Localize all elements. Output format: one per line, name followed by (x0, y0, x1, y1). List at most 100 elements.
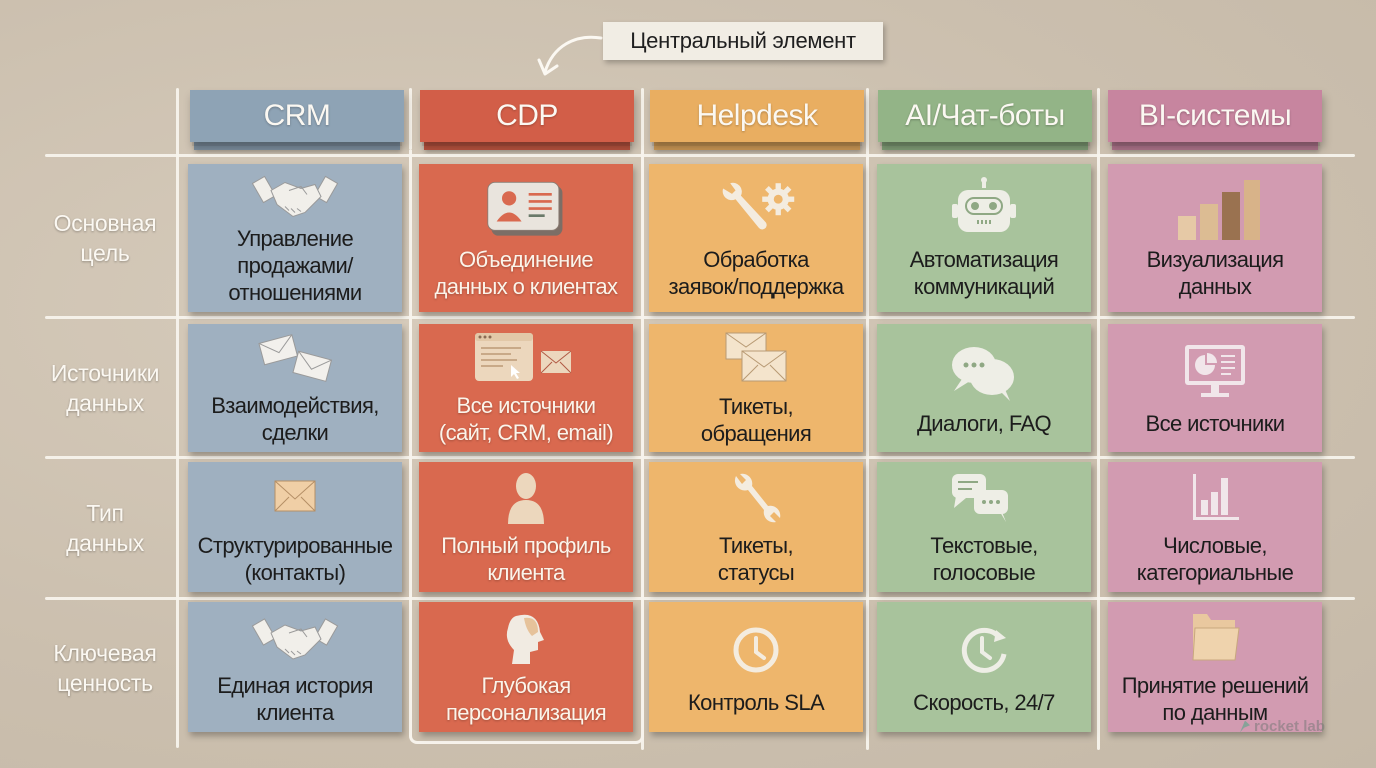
cell-text: обращения (700, 421, 812, 446)
cell-text: Объединение (458, 247, 594, 272)
cdp-highlight-frame (409, 150, 644, 744)
rocket-logo-icon (1240, 720, 1250, 733)
cell-helpdesk-key-value: Контроль SLA (649, 602, 863, 732)
row-label-line: Ключевая (53, 639, 157, 666)
cell-bi-data-sources: Все источники (1108, 324, 1322, 452)
column-header-crm: CRM (190, 90, 404, 142)
cell-ai-key-value: Скорость, 24/7 (877, 602, 1091, 732)
callout-label: Центральный элемент (603, 22, 883, 60)
cell-crm-data-sources: Взаимодействия,сделки (188, 324, 402, 452)
cell-text: персонализация (445, 700, 607, 725)
cell-text: клиента (256, 700, 334, 725)
cell-text: (контакты) (244, 560, 346, 585)
cell-text: по данным (1162, 700, 1268, 725)
cell-text: Структурированные (197, 533, 393, 558)
cell-text: Скорость, 24/7 (913, 689, 1055, 715)
cell-text: данных о клиентах (434, 274, 619, 299)
bar-chart-icon (1175, 468, 1255, 528)
cell-cdp-data-sources: Все источники(сайт, CRM, email) (419, 324, 633, 452)
clock-icon (716, 619, 796, 685)
person-icon (486, 468, 566, 528)
cell-text: Тикеты, (719, 533, 794, 558)
grid-line (45, 316, 1355, 319)
cell-text: сделки (261, 420, 329, 445)
cell-helpdesk-data-sources: Тикеты,обращения (649, 324, 863, 452)
row-label-line: Тип (86, 499, 124, 526)
cell-text: (сайт, CRM, email) (438, 420, 614, 445)
wrench-icon (716, 468, 796, 528)
grid-line (866, 88, 869, 750)
cell-text: Все источники (456, 393, 597, 418)
grid-line (176, 88, 179, 748)
cell-text: Тикеты, (719, 394, 794, 419)
row-label-data-type: Тип данных (20, 460, 190, 595)
cell-text: Контроль SLA (687, 689, 825, 715)
browser-envelope-icon (471, 330, 581, 388)
row-label-line: цель (80, 239, 130, 266)
cell-ai-data-sources: Диалоги, FAQ (877, 324, 1091, 452)
watermark-text: rocket lab (1254, 718, 1325, 735)
grid-line (45, 597, 1355, 600)
cell-text: отношениями (228, 280, 362, 305)
cell-text: заявок/поддержка (668, 274, 845, 299)
row-label-line: Источники (50, 359, 160, 386)
watermark: rocket lab (1240, 718, 1325, 735)
handshake-icon (251, 170, 339, 221)
cell-text: категориальные (1136, 560, 1294, 585)
cell-text: Текстовые, (930, 533, 1038, 558)
cell-text: данных (1178, 274, 1252, 299)
grid-line (1097, 88, 1100, 750)
cell-text: статусы (717, 560, 795, 585)
cell-text: Автоматизация (909, 247, 1059, 272)
wrench-gear-icon (716, 176, 796, 242)
row-label-line: данных (66, 529, 144, 556)
id-card-icon (486, 176, 566, 242)
cell-text: Обработка (703, 247, 809, 272)
clock-refresh-icon (944, 619, 1024, 685)
cell-text: клиента (487, 560, 565, 585)
cell-text: Числовые, (1163, 533, 1267, 558)
cell-bi-data-type: Числовые,категориальные (1108, 462, 1322, 592)
row-label-data-sources: Источники данных (20, 320, 190, 455)
bar-chart-blocks-icon (1170, 176, 1260, 242)
cell-text: Диалоги, FAQ (916, 410, 1052, 436)
row-label-main-goal: Основная цель (20, 165, 190, 310)
row-label-line: ценность (57, 669, 153, 696)
envelopes-icon (255, 330, 335, 388)
envelope-icon (255, 468, 335, 528)
robot-icon (944, 176, 1024, 242)
cell-crm-data-type: Структурированные(контакты) (188, 462, 402, 592)
grid-line (45, 456, 1355, 459)
cell-text: Визуализация (1146, 247, 1284, 272)
monitor-dashboard-icon (1175, 340, 1255, 406)
curved-arrow-icon (537, 35, 603, 76)
cell-ai-data-type: Текстовые,голосовые (877, 462, 1091, 592)
column-header-cdp: CDP (420, 90, 634, 142)
grid-line (45, 154, 1355, 157)
folder-icon (1175, 608, 1255, 668)
cell-text: Управление (236, 226, 354, 251)
cell-helpdesk-data-type: Тикеты,статусы (649, 462, 863, 592)
cell-text: коммуникаций (913, 274, 1055, 299)
grid-line (409, 88, 412, 150)
cell-text: Все источники (1145, 410, 1286, 436)
column-header-ai-chatbots: AI/Чат-боты (878, 90, 1092, 142)
message-bubbles-icon (944, 468, 1024, 528)
row-label-line: данных (66, 389, 144, 416)
cell-text: голосовые (932, 560, 1036, 585)
cell-text: Единая история (217, 673, 373, 698)
cell-text: Принятие решений (1121, 673, 1309, 698)
column-header-bi-systems: BI-системы (1108, 90, 1322, 142)
chat-bubbles-icon (944, 340, 1024, 406)
cell-text: продажами/ (237, 253, 353, 278)
cell-text: Полный профиль (441, 533, 611, 558)
